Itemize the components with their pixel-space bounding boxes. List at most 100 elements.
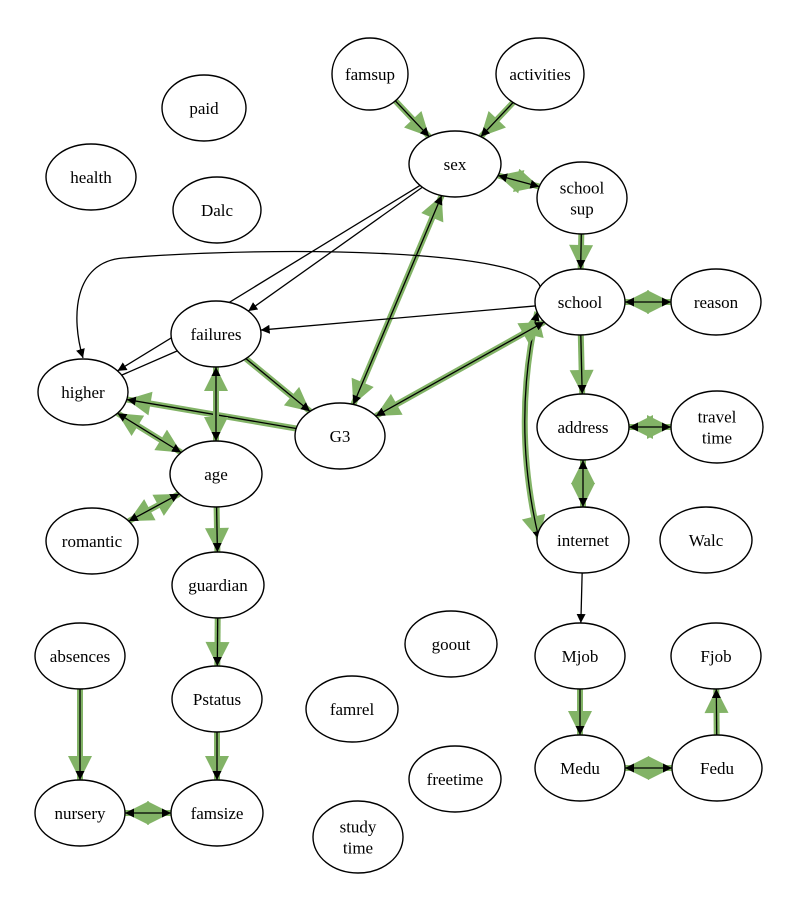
node-label: internet (557, 531, 609, 550)
node-label: school (558, 293, 603, 312)
node-label: activities (509, 65, 570, 84)
node-label: Medu (560, 759, 600, 778)
node-label: Dalc (201, 201, 234, 220)
node-label: freetime (427, 770, 484, 789)
edge-sex-g3 (350, 194, 445, 406)
node-ellipse (670, 390, 764, 464)
node-label: nursery (55, 804, 106, 823)
node-ellipse (45, 143, 137, 211)
node-age: age (169, 440, 263, 508)
node-romantic: romantic (45, 507, 139, 575)
edge-school-address (569, 334, 594, 395)
node-famsize: famsize (170, 779, 264, 847)
node-label: famsup (345, 65, 395, 84)
node-studytime: study time (312, 800, 404, 874)
node-mjob: Mjob (534, 622, 626, 690)
edge-sex-higher (117, 184, 421, 372)
edge-sex-failures (247, 186, 423, 312)
node-label: address (558, 418, 609, 437)
node-freetime: freetime (408, 745, 502, 813)
node-ellipse (536, 161, 628, 235)
node-ellipse (404, 610, 498, 678)
node-g3: G3 (294, 402, 386, 470)
node-label: sex (444, 155, 467, 174)
node-dalc: Dalc (172, 176, 262, 244)
node-ellipse (536, 393, 630, 461)
node-medu: Medu (534, 734, 626, 802)
edge-age-romantic (127, 491, 181, 524)
node-label: famrel (330, 700, 375, 719)
node-fedu: Fedu (671, 734, 763, 802)
node-label: goout (432, 635, 471, 654)
node-label: age (204, 465, 228, 484)
edges (68, 98, 729, 825)
node-label: time (702, 429, 732, 448)
node-label: Walc (689, 531, 724, 550)
edge-school-failures (260, 305, 536, 334)
node-ellipse (495, 37, 585, 111)
edge-age-guardian (204, 506, 229, 553)
edge-famsup-sex (393, 98, 432, 139)
node-label: Fedu (700, 759, 735, 778)
node-guardian: guardian (171, 551, 265, 619)
node-schoolsup: school sup (536, 161, 628, 235)
node-ellipse (671, 734, 763, 802)
node-ellipse (331, 37, 409, 111)
node-fjob: Fjob (670, 622, 762, 690)
node-ellipse (536, 506, 630, 574)
node-label: Mjob (562, 647, 599, 666)
node-label: time (343, 839, 373, 858)
node-sex: sex (408, 130, 502, 198)
node-label: famsize (191, 804, 244, 823)
node-label: absences (50, 647, 110, 666)
node-traveltime: travel time (670, 390, 764, 464)
node-label: school (560, 179, 605, 198)
node-ellipse (534, 268, 626, 336)
node-label: G3 (330, 427, 351, 446)
node-ellipse (161, 74, 247, 142)
node-famsup: famsup (331, 37, 409, 111)
node-ellipse (659, 506, 753, 574)
node-higher: higher (37, 358, 129, 426)
node-pstatus: Pstatus (171, 665, 263, 733)
edge-school-higher (76, 250, 542, 359)
node-ellipse (34, 779, 126, 847)
edge-failures-higher (121, 350, 178, 376)
node-label: study (340, 818, 377, 837)
node-label: sup (570, 200, 594, 219)
node-health: health (45, 143, 137, 211)
edge-failures-g3 (244, 356, 312, 414)
edge-activities-sex (478, 100, 516, 139)
node-walc: Walc (659, 506, 753, 574)
node-label: romantic (62, 532, 123, 551)
node-label: travel (698, 408, 737, 427)
node-famrel: famrel (305, 675, 399, 743)
edge-school-g3 (374, 319, 546, 419)
edge-schoolsup-school (569, 233, 594, 270)
node-ellipse (294, 402, 386, 470)
node-ellipse (171, 665, 263, 733)
node-reason: reason (670, 268, 762, 336)
node-ellipse (171, 551, 265, 619)
node-label: Fjob (700, 647, 731, 666)
node-failures: failures (170, 300, 262, 368)
node-internet: internet (536, 506, 630, 574)
node-label: health (70, 168, 112, 187)
node-ellipse (534, 622, 626, 690)
node-label: reason (694, 293, 739, 312)
node-ellipse (169, 440, 263, 508)
node-label: guardian (188, 576, 248, 595)
node-activities: activities (495, 37, 585, 111)
node-ellipse (170, 300, 262, 368)
node-ellipse (534, 734, 626, 802)
node-goout: goout (404, 610, 498, 678)
node-ellipse (170, 779, 264, 847)
node-ellipse (670, 268, 762, 336)
edge-g3-higher (126, 391, 297, 432)
node-label: higher (61, 383, 105, 402)
node-ellipse (34, 622, 126, 690)
node-school: school (534, 268, 626, 336)
node-ellipse (172, 176, 262, 244)
node-ellipse (37, 358, 129, 426)
